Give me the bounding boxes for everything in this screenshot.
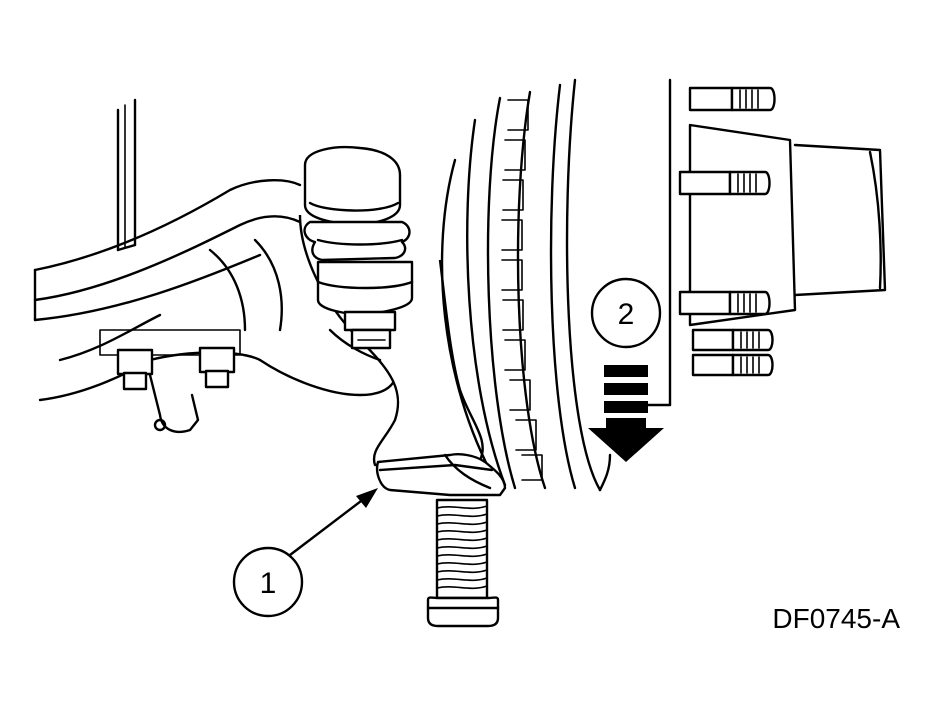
wheel-hub [638, 78, 887, 407]
arm-bolt-right [198, 346, 236, 389]
control-arm [33, 179, 398, 402]
ball-joint [303, 146, 414, 350]
callout-1: 1 [232, 488, 378, 618]
brake-rotor [440, 78, 612, 492]
callout-1-label: 1 [260, 567, 277, 600]
wheel-studs [678, 86, 776, 377]
callout-2-label: 2 [618, 298, 635, 331]
bracket [376, 453, 507, 497]
chassis-frame [116, 98, 137, 252]
figure-id: DF0745-A [772, 603, 900, 634]
threaded-bolt [426, 498, 500, 628]
callout-2: 2 [590, 277, 662, 349]
arm-bolt-left [116, 348, 200, 434]
down-arrow [588, 365, 664, 462]
